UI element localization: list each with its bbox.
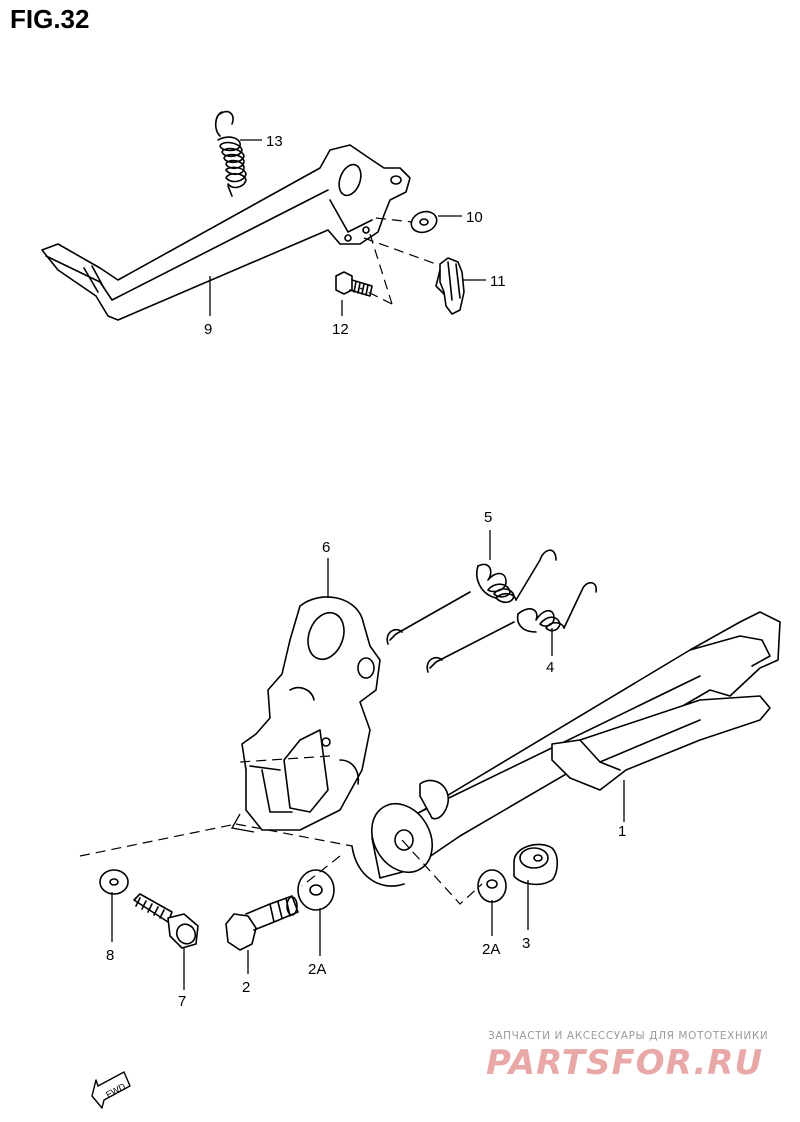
- bolt-part-7: [133, 893, 199, 949]
- brake-pedal-part-9: [41, 144, 411, 321]
- callout-7: 7: [178, 993, 186, 1010]
- callout-1: 1: [618, 823, 626, 840]
- callout-2a-left: 2A: [308, 961, 326, 978]
- side-stand-part-1: [351, 611, 781, 887]
- callout-2: 2: [242, 979, 250, 996]
- callout-5: 5: [484, 509, 492, 526]
- callout-4: 4: [546, 659, 554, 676]
- callout-10: 10: [466, 209, 483, 226]
- callout-8: 8: [106, 947, 114, 964]
- cotter-pin-part-11: [435, 257, 465, 315]
- watermark-logo: PARTSFOR.RU: [486, 1043, 763, 1080]
- watermark-logo-text: PARTSFOR.RU: [486, 1043, 763, 1080]
- assembly-lines: [79, 217, 483, 905]
- washer-part-8: [99, 869, 129, 895]
- figure-title: FIG.32: [10, 4, 90, 34]
- callout-labels: 13 10 11 12 9 5 6 4 1 8 7 2 2A 2A 3: [106, 133, 626, 1010]
- callout-3: 3: [522, 935, 530, 952]
- watermark-caption: ЗАПЧАСТИ И АКСЕССУАРЫ ДЛЯ МОТОТЕХНИКИ: [488, 1030, 769, 1042]
- return-spring-part-13: [214, 110, 247, 197]
- callout-13: 13: [266, 133, 283, 150]
- callout-12: 12: [332, 321, 349, 338]
- callout-9: 9: [204, 321, 212, 338]
- callout-6: 6: [322, 539, 330, 556]
- stand-spring-part-5: [386, 549, 557, 645]
- callout-2a-right: 2A: [482, 941, 500, 958]
- callout-11: 11: [490, 273, 506, 290]
- nut-part-3: [513, 843, 559, 886]
- washer-part-2a-right: [477, 869, 507, 903]
- bolt-part-12: [335, 271, 373, 297]
- stand-bracket-part-6: [241, 596, 381, 831]
- washer-part-2a-left: [297, 869, 335, 911]
- leader-lines: [111, 139, 625, 990]
- washer-part-10: [410, 210, 438, 234]
- stand-spring-part-4: [426, 581, 597, 673]
- forward-arrow-icon: FWD: [91, 1071, 131, 1109]
- pivot-bolt-part-2: [225, 895, 299, 951]
